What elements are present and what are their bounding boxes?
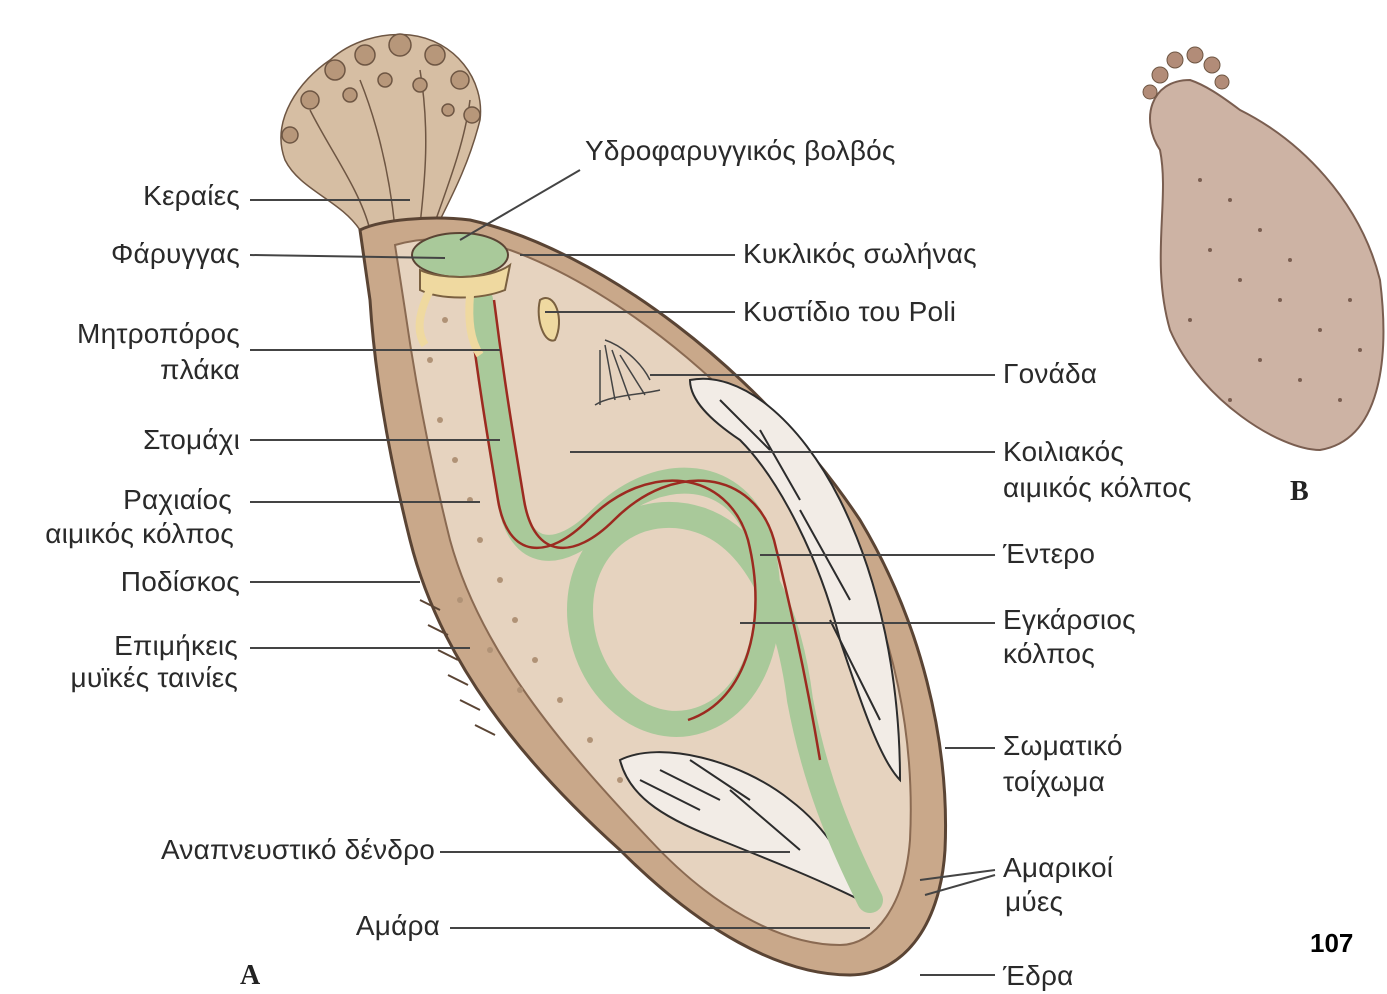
- label-ventral-sinus-1: Κοιλιακός: [1003, 436, 1124, 468]
- label-longitudinal-muscles-1: Επιμήκεις: [30, 630, 238, 662]
- label-polian-vesicle: Κυστίδιο του Poli: [743, 296, 956, 328]
- label-tentacles: Κεραίες: [110, 180, 240, 212]
- label-dorsal-sinus-1: Ραχιαίος: [20, 484, 232, 516]
- label-dorsal-sinus-2: αιμικός κόλπος: [2, 518, 234, 550]
- label-pharynx: Φάρυγγας: [80, 238, 240, 270]
- label-cloacal-muscles-1: Αμαρικοί: [1003, 852, 1113, 884]
- label-body-wall-1: Σωματικό: [1003, 730, 1123, 762]
- label-madreporite-2: πλάκα: [30, 354, 240, 386]
- label-stomach: Στομάχι: [60, 424, 240, 456]
- label-ventral-sinus-2: αιμικός κόλπος: [1003, 472, 1192, 504]
- label-respiratory-tree: Αναπνευστικό δένδρο: [90, 834, 435, 866]
- label-aquapharyngeal-bulb: Υδροφαρυγγικός βολβός: [585, 135, 896, 167]
- panel-letter-b: B: [1290, 476, 1309, 508]
- label-madreporite-1: Μητροπόρος: [30, 318, 240, 350]
- whole-animal: [1143, 47, 1383, 450]
- label-transverse-sinus-2: κόλπος: [1003, 638, 1095, 670]
- label-body-wall-2: τοίχωμα: [1003, 766, 1105, 798]
- label-cloaca: Αμάρα: [260, 910, 440, 942]
- label-podium: Ποδίσκος: [40, 566, 240, 598]
- label-ring-canal: Κυκλικός σωλήνας: [743, 238, 977, 270]
- label-cloacal-muscles-2: μύες: [1005, 886, 1063, 918]
- panel-letter-a: A: [240, 960, 260, 992]
- label-intestine: Έντερο: [1003, 538, 1095, 570]
- label-anus: Έδρα: [1003, 960, 1073, 992]
- page-number: 107: [1310, 928, 1353, 959]
- label-gonad: Γονάδα: [1003, 358, 1097, 390]
- label-longitudinal-muscles-2: μυϊκές ταινίες: [20, 662, 238, 694]
- label-transverse-sinus-1: Εγκάρσιος: [1003, 604, 1136, 636]
